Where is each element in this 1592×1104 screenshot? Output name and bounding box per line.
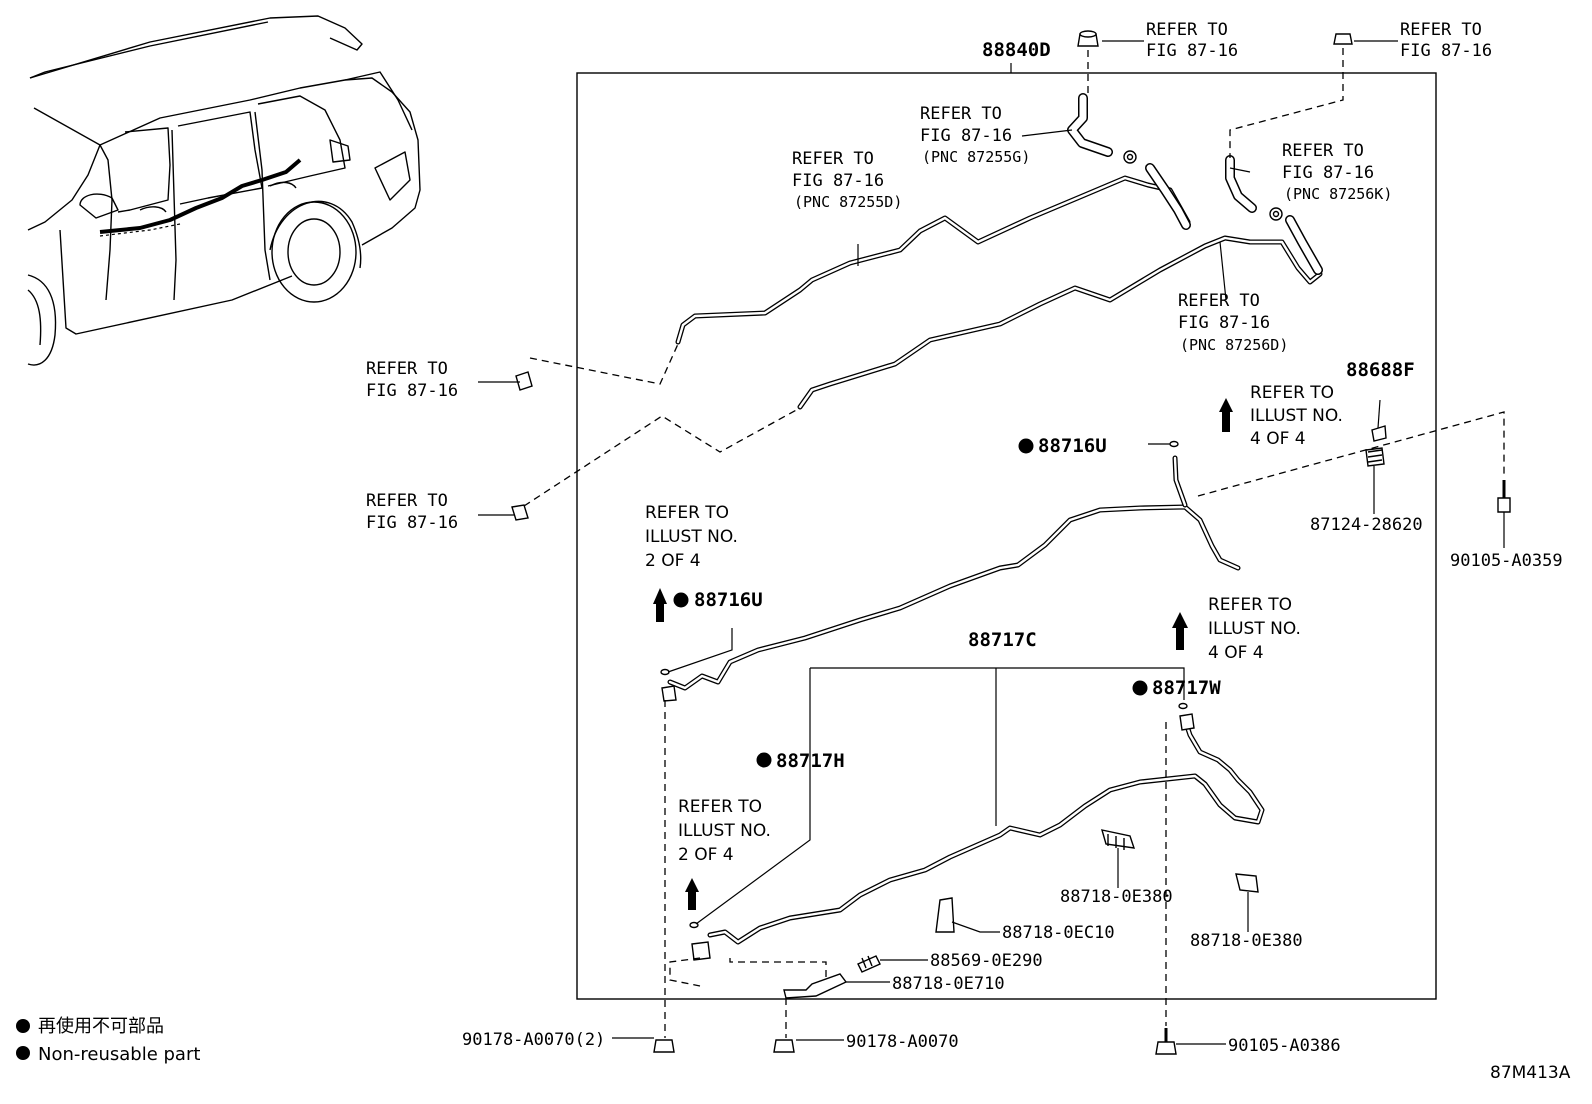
refer-illust-2-lower-3: 2 OF 4: [678, 845, 734, 865]
hose-upper-87256K: [1225, 155, 1323, 275]
label-88717H: 88717H: [776, 750, 845, 772]
refer-illust-4-upper-3: 4 OF 4: [1250, 429, 1306, 449]
refer-fig-top-right-2: FIG 87-16: [1400, 41, 1492, 61]
refer-illust-4-lower-1: REFER TO: [1208, 595, 1292, 615]
refer-illust-2-upper-1: REFER TO: [645, 503, 729, 523]
clamp-88718-0E380-a: [1101, 829, 1136, 849]
label-88716U-left: 88716U: [694, 589, 763, 611]
cap-top-right: [1333, 33, 1353, 45]
label-88718-0E380-a: 88718-0E380: [1060, 887, 1173, 907]
refer-fig-left-upper-2: FIG 87-16: [366, 381, 458, 401]
bolt-90105-A0386: [1155, 1041, 1177, 1055]
label-87124-28620: 87124-28620: [1310, 515, 1423, 535]
non-reusable-icon: [1018, 438, 1034, 454]
o-ring-88717W: [1178, 702, 1188, 710]
label-88718-0E380-b: 88718-0E380: [1190, 931, 1303, 951]
label-88688F: 88688F: [1346, 359, 1415, 381]
label-88840D: 88840D: [982, 39, 1051, 61]
label-90178-A0070: 90178-A0070: [846, 1032, 959, 1052]
refer-illust-4-lower-2: ILLUST NO.: [1208, 619, 1301, 639]
tube-lower-87256D: [797, 235, 1323, 410]
pnc-87255D: (PNC 87255D): [794, 193, 902, 211]
tube-88717C: [707, 717, 1265, 945]
bracket-88688F: [1371, 425, 1387, 442]
cap-left-lower: [511, 504, 529, 521]
bracket-88718-0E710: [783, 973, 848, 999]
label-88569-0E290: 88569-0E290: [930, 951, 1043, 971]
vehicle-illustration: [27, 15, 421, 366]
pnc-87256K: (PNC 87256K): [1284, 185, 1392, 203]
assembly-frame: [576, 72, 1437, 1000]
refer-fig-87255D-2: FIG 87-16: [792, 171, 884, 191]
non-reusable-markers: [16, 438, 1148, 1060]
label-90178-A0070-2: 90178-A0070(2): [462, 1030, 605, 1050]
o-ring-88716U-right: [1169, 440, 1179, 448]
refer-fig-top-left-1: REFER TO: [1146, 20, 1228, 40]
non-reusable-icon: [1132, 680, 1148, 696]
refer-illust-2-upper-3: 2 OF 4: [645, 551, 701, 571]
tube-upper-87255D: [675, 175, 1191, 345]
non-reusable-icon: [673, 592, 689, 608]
pnc-87256D: (PNC 87256D): [1180, 336, 1288, 354]
label-90105-A0386: 90105-A0386: [1228, 1036, 1341, 1056]
legend-en: Non-reusable part: [38, 1044, 200, 1065]
legend-jp: 再使用不可部品: [38, 1016, 164, 1037]
refer-fig-left-lower-2: FIG 87-16: [366, 513, 458, 533]
nut-90178-A0070: [773, 1039, 795, 1053]
solid-leaders: [478, 40, 1505, 1045]
refer-fig-87255G-1: REFER TO: [920, 104, 1002, 124]
non-reusable-icon: [756, 752, 772, 768]
labels: 88840D REFER TO FIG 87-16 REFER TO FIG 8…: [38, 20, 1571, 1083]
refer-illust-4-upper-2: ILLUST NO.: [1250, 406, 1343, 426]
tube-88716U: [667, 455, 1241, 691]
clamp-88718-0EC10: [935, 897, 955, 933]
refer-illust-2-upper-2: ILLUST NO.: [645, 527, 738, 547]
label-88717C: 88717C: [968, 629, 1037, 651]
joint-88716U: [661, 685, 677, 702]
refer-illust-4-upper-1: REFER TO: [1250, 383, 1334, 403]
joint-88717W: [1179, 713, 1195, 731]
parts-hardware: [511, 30, 1511, 1055]
refer-fig-87255G-2: FIG 87-16: [920, 126, 1012, 146]
bolt-90105-A0359: [1497, 497, 1511, 513]
refer-fig-left-upper-1: REFER TO: [366, 359, 448, 379]
refer-fig-top-left-2: FIG 87-16: [1146, 41, 1238, 61]
pnc-87255G: (PNC 87255G): [922, 148, 1030, 166]
refer-fig-87256D-2: FIG 87-16: [1178, 313, 1270, 333]
label-88718-0EC10: 88718-0EC10: [1002, 923, 1115, 943]
joint-88717H: [691, 941, 711, 961]
refer-illust-2-lower-2: ILLUST NO.: [678, 821, 771, 841]
label-88716U-right: 88716U: [1038, 435, 1107, 457]
clamp-88569-0E290: [857, 955, 881, 973]
refer-fig-left-lower-1: REFER TO: [366, 491, 448, 511]
refer-fig-87256K-1: REFER TO: [1282, 141, 1364, 161]
refer-fig-87256K-2: FIG 87-16: [1282, 163, 1374, 183]
refer-illust-4-lower-3: 4 OF 4: [1208, 643, 1264, 663]
refer-fig-top-right-1: REFER TO: [1400, 20, 1482, 40]
legend-dot-icon: [16, 1046, 30, 1060]
label-90105-A0359: 90105-A0359: [1450, 551, 1563, 571]
cap-left-upper: [515, 371, 533, 391]
label-88717W: 88717W: [1152, 677, 1221, 699]
o-ring-88716U-left: [660, 668, 670, 676]
dashed-leaders: [523, 48, 1505, 1038]
clamp-88718-0E380-b: [1235, 873, 1259, 893]
label-88718-0E710: 88718-0E710: [892, 974, 1005, 994]
refer-fig-87255D-1: REFER TO: [792, 149, 874, 169]
legend-dot-icon: [16, 1019, 30, 1033]
nut-90178-A0070-2: [653, 1039, 675, 1053]
refer-illust-2-lower-1: REFER TO: [678, 797, 762, 817]
refer-fig-87256D-1: REFER TO: [1178, 291, 1260, 311]
arrows: [653, 398, 1233, 910]
figure-code: 87M413A: [1490, 1063, 1571, 1083]
